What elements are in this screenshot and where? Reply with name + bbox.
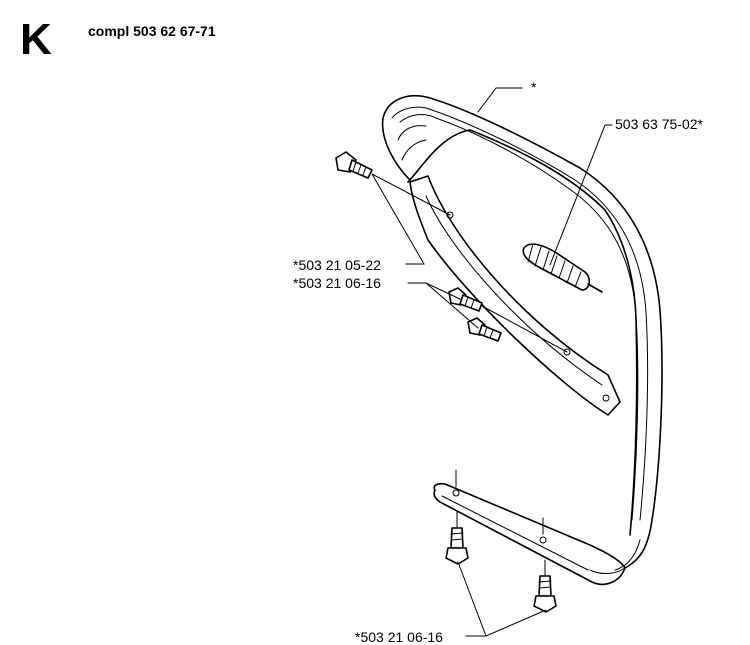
callout-screw-upper: *503 21 05-22 <box>293 257 381 273</box>
screw-upper <box>335 151 451 216</box>
lower-mounting-plate <box>433 469 626 586</box>
damper-spring <box>522 243 603 293</box>
assembly-part-number: compl 503 62 67-71 <box>88 23 216 39</box>
screw-bottom-left <box>445 511 469 565</box>
screw-middle-a <box>448 287 568 353</box>
section-letter: K <box>20 15 52 64</box>
leader-lines <box>371 87 613 637</box>
callout-handle-star: * <box>531 79 537 95</box>
callout-screw-middle: *503 21 06-16 <box>293 275 381 291</box>
screw-middle-b <box>467 317 502 342</box>
front-handle-bar <box>381 95 663 574</box>
screw-bottom-right <box>533 559 557 613</box>
callout-damper: 503 63 75-02* <box>615 116 703 132</box>
callout-screw-bottom: *503 21 06-16 <box>355 629 443 645</box>
inner-bracket-strip <box>409 175 621 416</box>
